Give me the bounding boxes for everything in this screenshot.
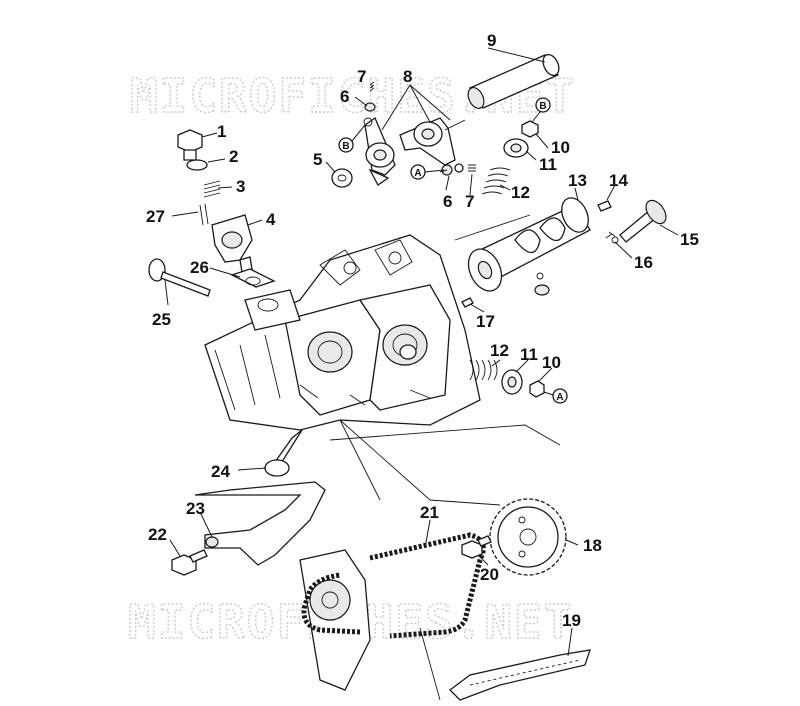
callout-6-top: 6 bbox=[340, 87, 349, 106]
reference-marks: A A B B bbox=[338, 97, 568, 404]
callout-10-bottom: 10 bbox=[542, 353, 561, 372]
part-21-chain bbox=[301, 532, 486, 639]
guide-lines bbox=[329, 214, 561, 701]
callout-27: 27 bbox=[146, 207, 165, 226]
part-5-washer bbox=[331, 168, 353, 188]
part-25-valve bbox=[148, 258, 211, 297]
parts-10-11-12-middle bbox=[469, 359, 545, 398]
callout-4: 4 bbox=[266, 210, 276, 229]
callout-7-bottom: 7 bbox=[465, 192, 474, 211]
callout-14: 14 bbox=[609, 171, 628, 190]
part-22-bolt bbox=[171, 549, 208, 576]
callout-2: 2 bbox=[229, 147, 238, 166]
part-9-tube bbox=[467, 53, 560, 109]
parts-1-4-tensioner bbox=[177, 129, 276, 288]
part-23-chain-guide bbox=[194, 481, 326, 566]
callout-12-top: 12 bbox=[511, 183, 530, 202]
part-24-valve bbox=[264, 429, 303, 477]
parts-10-11-top bbox=[503, 120, 539, 158]
part-19-guide bbox=[449, 649, 591, 701]
callout-16: 16 bbox=[634, 253, 653, 272]
callout-3: 3 bbox=[236, 177, 245, 196]
callout-25: 25 bbox=[152, 310, 171, 329]
ref-letter-b-right: B bbox=[539, 101, 546, 112]
callout-9: 9 bbox=[487, 31, 496, 50]
ref-circle-b-left bbox=[338, 137, 354, 153]
callout-22: 22 bbox=[148, 525, 167, 544]
callout-10-top: 10 bbox=[551, 138, 570, 157]
ref-circle-b-right bbox=[535, 97, 551, 113]
callout-26: 26 bbox=[190, 258, 209, 277]
parts-14-15-16 bbox=[597, 199, 667, 244]
part-8-rocker-arms bbox=[363, 117, 466, 186]
part-20-bolt bbox=[461, 535, 492, 559]
callout-15: 15 bbox=[680, 230, 699, 249]
ref-circle-a-bottom bbox=[552, 388, 568, 404]
callout-6-bottom: 6 bbox=[443, 192, 452, 211]
callout-20: 20 bbox=[480, 565, 499, 584]
ref-letter-b-left: B bbox=[342, 141, 349, 152]
callout-12-bottom: 12 bbox=[490, 341, 509, 360]
part-13-camshaft bbox=[467, 197, 591, 296]
ref-letter-a-bottom: A bbox=[556, 392, 563, 403]
crank-sprocket bbox=[299, 549, 371, 691]
callout-labels: 9 7 8 6 1 2 3 27 4 26 25 5 6 7 12 10 11 … bbox=[146, 31, 699, 630]
callout-8: 8 bbox=[403, 67, 412, 86]
callout-21: 21 bbox=[420, 503, 439, 522]
callout-7-top: 7 bbox=[357, 67, 366, 86]
callout-11-bottom: 11 bbox=[520, 345, 538, 364]
callout-1: 1 bbox=[217, 122, 226, 141]
callout-24: 24 bbox=[211, 462, 230, 481]
callout-17: 17 bbox=[476, 312, 495, 331]
cylinder-head bbox=[204, 234, 481, 431]
callout-19: 19 bbox=[562, 611, 581, 630]
leader-lines bbox=[164, 47, 679, 657]
callout-23: 23 bbox=[186, 499, 205, 518]
callout-11-top: 11 bbox=[539, 155, 557, 174]
part-17-pin bbox=[461, 297, 474, 308]
ref-letter-a-top: A bbox=[414, 168, 421, 179]
callout-18: 18 bbox=[583, 536, 602, 555]
callout-5: 5 bbox=[313, 150, 322, 169]
callout-13: 13 bbox=[568, 171, 587, 190]
part-12-spring-top bbox=[481, 167, 511, 195]
part-18-cam-sprocket bbox=[489, 498, 567, 576]
